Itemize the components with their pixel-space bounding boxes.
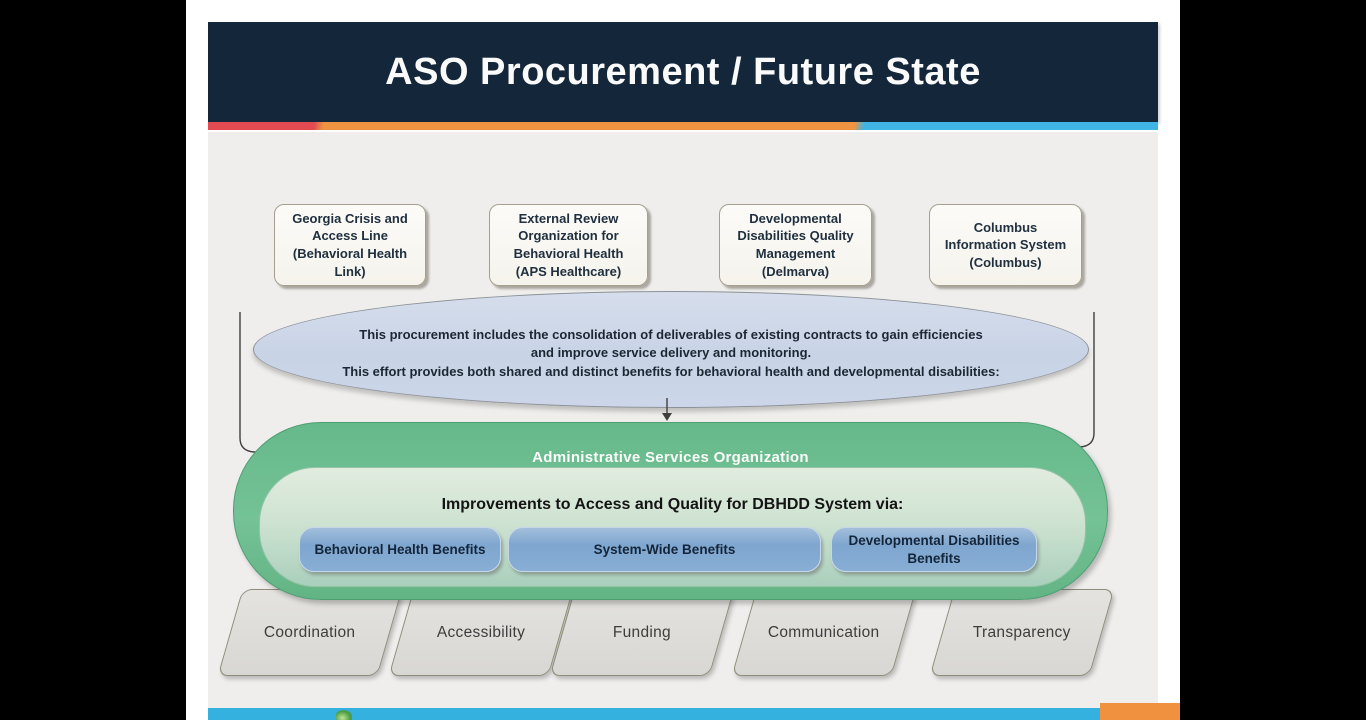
benefit-box-dd: Developmental Disabilities Benefits <box>831 527 1037 572</box>
benefit-label: Behavioral Health Benefits <box>314 541 486 557</box>
contract-box-label: External Review Organization for Behavio… <box>513 210 624 279</box>
slide-title-bar: ASO Procurement / Future State <box>208 22 1158 122</box>
benefit-label: System-Wide Benefits <box>593 541 736 557</box>
letterbox-right <box>1180 0 1366 720</box>
header-accent-stripe <box>208 122 1158 130</box>
ellipse-text-line: This effort provides both shared and dis… <box>342 363 1000 379</box>
ellipse-text-line: This procurement includes the consolidat… <box>359 326 983 342</box>
pillar-label: Transparency <box>973 623 1071 641</box>
aso-subtitle: Improvements to Access and Quality for D… <box>441 496 904 513</box>
slide-canvas: ASO Procurement / Future State Georgia C… <box>186 0 1180 720</box>
benefit-box-behavioral-health: Behavioral Health Benefits <box>299 527 501 572</box>
pillar-label: Accessibility <box>436 623 526 641</box>
pillar-label: Funding <box>612 623 672 641</box>
footer-bar-orange <box>1100 703 1180 720</box>
contract-box-label: Developmental Disabilities Quality Manag… <box>737 210 854 279</box>
pillar-coordination: Coordination <box>217 589 403 676</box>
footer-bar-cyan <box>208 708 1100 720</box>
pillar-label: Communication <box>768 623 880 641</box>
pillar-label: Coordination <box>264 623 356 641</box>
pillar-funding: Funding <box>549 589 735 676</box>
pillar-communication: Communication <box>731 589 917 676</box>
letterbox-left <box>0 0 186 720</box>
pillar-accessibility: Accessibility <box>388 589 574 676</box>
contract-box-dd-quality: Developmental Disabilities Quality Manag… <box>719 204 872 286</box>
benefit-box-system-wide: System-Wide Benefits <box>508 527 821 572</box>
contract-box-label: Georgia Crisis and Access Line (Behavior… <box>292 210 408 279</box>
page-title: ASO Procurement / Future State <box>385 50 981 93</box>
aso-container: Administrative Services Organization Imp… <box>233 422 1108 600</box>
contract-box-columbus: Columbus Information System (Columbus) <box>929 204 1082 286</box>
contract-box-external-review: External Review Organization for Behavio… <box>489 204 648 286</box>
contract-box-georgia-crisis: Georgia Crisis and Access Line (Behavior… <box>274 204 426 286</box>
aso-title: Administrative Services Organization <box>532 449 809 466</box>
pillar-transparency: Transparency <box>929 589 1115 676</box>
contract-box-label: Columbus Information System (Columbus) <box>944 219 1067 270</box>
benefit-label: Developmental Disabilities Benefits <box>848 532 1020 566</box>
consolidation-ellipse: This procurement includes the consolidat… <box>253 291 1089 408</box>
logo-fragment <box>336 710 352 720</box>
ellipse-text-line: and improve service delivery and monitor… <box>530 345 812 361</box>
